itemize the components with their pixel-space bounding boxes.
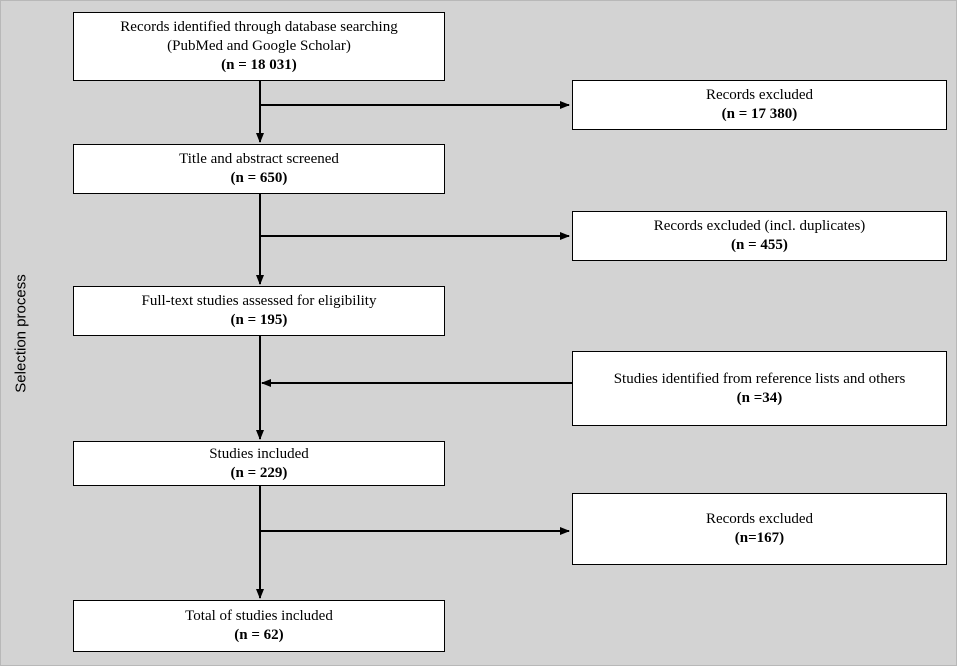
box-text: (PubMed and Google Scholar) xyxy=(167,38,351,54)
box-count: (n = 18 031) xyxy=(221,57,297,73)
box-count: (n = 62) xyxy=(234,627,284,643)
box-count: (n = 650) xyxy=(230,170,288,186)
box-studies-from-references: Studies identified from reference lists … xyxy=(572,351,947,426)
box-text: Full-text studies assessed for eligibili… xyxy=(141,293,377,309)
box-records-excluded-1: Records excluded (n = 17 380) xyxy=(572,80,947,130)
box-text: Records identified through database sear… xyxy=(120,19,398,35)
box-text: Records excluded xyxy=(705,87,814,103)
box-count: (n = 455) xyxy=(731,237,788,253)
box-total-studies-included: Total of studies included (n = 62) xyxy=(73,600,445,652)
box-studies-included: Studies included (n = 229) xyxy=(73,441,445,486)
box-count: (n=167) xyxy=(734,530,785,546)
box-records-excluded-2: Records excluded (incl. duplicates) (n =… xyxy=(572,211,947,261)
box-count: (n = 17 380) xyxy=(721,106,798,122)
box-text: Total of studies included xyxy=(185,608,333,624)
box-text: Studies identified from reference lists … xyxy=(613,370,906,387)
box-count: (n = 229) xyxy=(230,464,288,481)
box-records-identified: Records identified through database sear… xyxy=(73,12,445,81)
box-count: (n =34) xyxy=(736,389,783,406)
box-count: (n = 195) xyxy=(230,312,288,328)
box-text: Studies included xyxy=(209,445,309,462)
box-full-text-assessed: Full-text studies assessed for eligibili… xyxy=(73,286,445,336)
box-text: Records excluded xyxy=(705,511,814,527)
box-title-abstract-screened: Title and abstract screened (n = 650) xyxy=(73,144,445,194)
box-text: Records excluded (incl. duplicates) xyxy=(653,218,866,234)
box-records-excluded-3: Records excluded (n=167) xyxy=(572,493,947,565)
box-text: Title and abstract screened xyxy=(179,151,339,167)
